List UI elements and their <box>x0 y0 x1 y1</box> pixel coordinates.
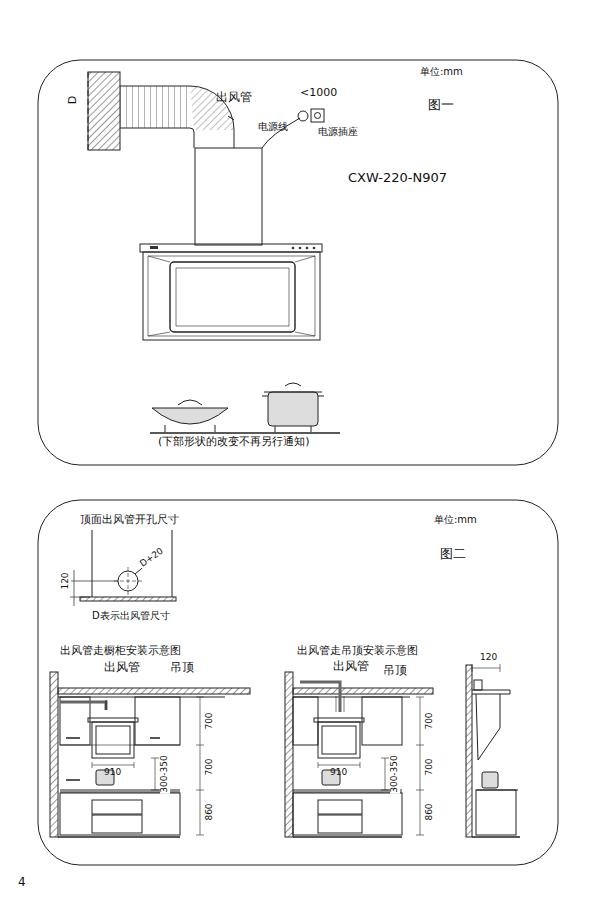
dimension: 910 <box>330 768 347 778</box>
chimney <box>195 148 262 245</box>
duct-size: D <box>67 95 79 105</box>
dimension: 700 <box>425 757 435 776</box>
dimension: 120 <box>480 653 497 663</box>
figure-label: 图一 <box>428 98 454 112</box>
panel-one <box>38 60 558 465</box>
pot <box>268 392 318 426</box>
hood-top <box>140 244 322 252</box>
part-name: 吊顶 <box>383 664 407 677</box>
page-number: 4 <box>18 876 26 889</box>
note: (下部形状的改变不再另行通知) <box>158 436 310 448</box>
dimension: 700 <box>205 757 215 776</box>
part-name: 出风管 <box>216 91 252 104</box>
note: D表示出风管尺寸 <box>92 610 170 621</box>
hood-side <box>476 694 500 760</box>
dimension: <1000 <box>300 87 337 99</box>
unit-note: 单位:mm <box>434 514 477 525</box>
wok <box>152 408 228 424</box>
part-name: 电源线 <box>258 121 288 132</box>
dimension: 910 <box>104 768 121 778</box>
model-number: CXW-220-N907 <box>348 171 447 185</box>
hood-body <box>143 252 320 340</box>
unit-note: 单位:mm <box>420 66 463 77</box>
dimension: 700 <box>205 711 215 730</box>
dimension: 700 <box>425 711 435 730</box>
dimension: 300-350 <box>160 754 170 794</box>
part-name: 吊顶 <box>170 661 194 674</box>
figure-label: 图二 <box>440 547 466 561</box>
dimension: D+20 <box>138 546 167 570</box>
hood-left <box>92 722 134 758</box>
part-name: 出风管 <box>104 661 140 674</box>
part-name: 出风管 <box>333 660 369 673</box>
dimension: 120 <box>61 571 71 590</box>
heading: 顶面出风管开孔尺寸 <box>80 514 179 526</box>
dimension: 860 <box>205 802 215 821</box>
dimension: 300-350 <box>390 754 400 794</box>
heading: 出风管走吊顶安装示意图 <box>297 645 418 657</box>
panel-two <box>38 500 558 865</box>
part-name: 电源插座 <box>318 126 358 137</box>
hood-right <box>318 722 360 758</box>
dimension: 860 <box>425 802 435 821</box>
hood-glass <box>170 262 295 332</box>
heading: 出风管走橱柜安装示意图 <box>60 645 181 657</box>
